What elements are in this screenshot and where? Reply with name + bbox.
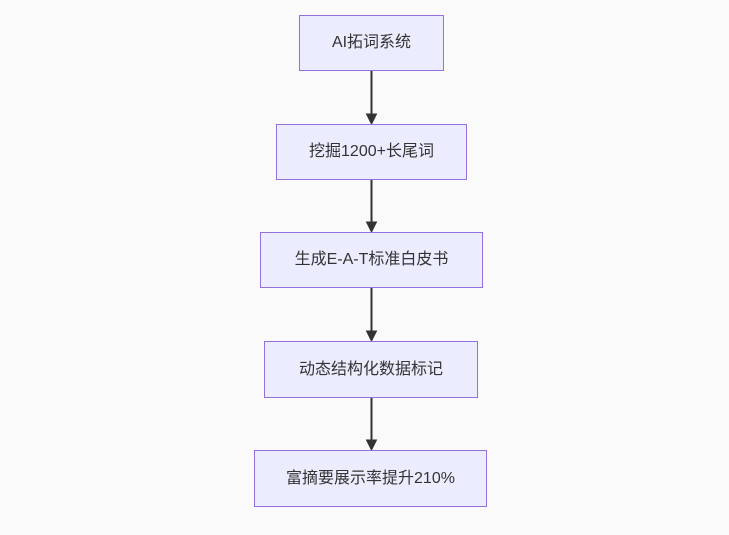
node-label: 挖掘1200+长尾词: [309, 143, 434, 161]
node-label: 生成E-A-T标准白皮书: [294, 251, 449, 269]
flowchart-node-step-2: 挖掘1200+长尾词: [276, 124, 467, 180]
edge-arrow-4: [365, 398, 378, 452]
node-label: 动态结构化数据标记: [298, 360, 443, 378]
flowchart-node-step-3: 生成E-A-T标准白皮书: [260, 232, 483, 288]
edge-arrow-2: [365, 180, 378, 234]
flowchart-node-step-5: 富摘要展示率提升210%: [254, 450, 487, 507]
node-label: 富摘要展示率提升210%: [286, 469, 455, 487]
node-label: AI拓词系统: [331, 34, 412, 52]
edge-arrow-3: [365, 288, 378, 343]
flowchart-node-step-4: 动态结构化数据标记: [264, 341, 478, 398]
edge-arrow-1: [365, 71, 378, 126]
flowchart-node-step-1: AI拓词系统: [299, 15, 444, 71]
